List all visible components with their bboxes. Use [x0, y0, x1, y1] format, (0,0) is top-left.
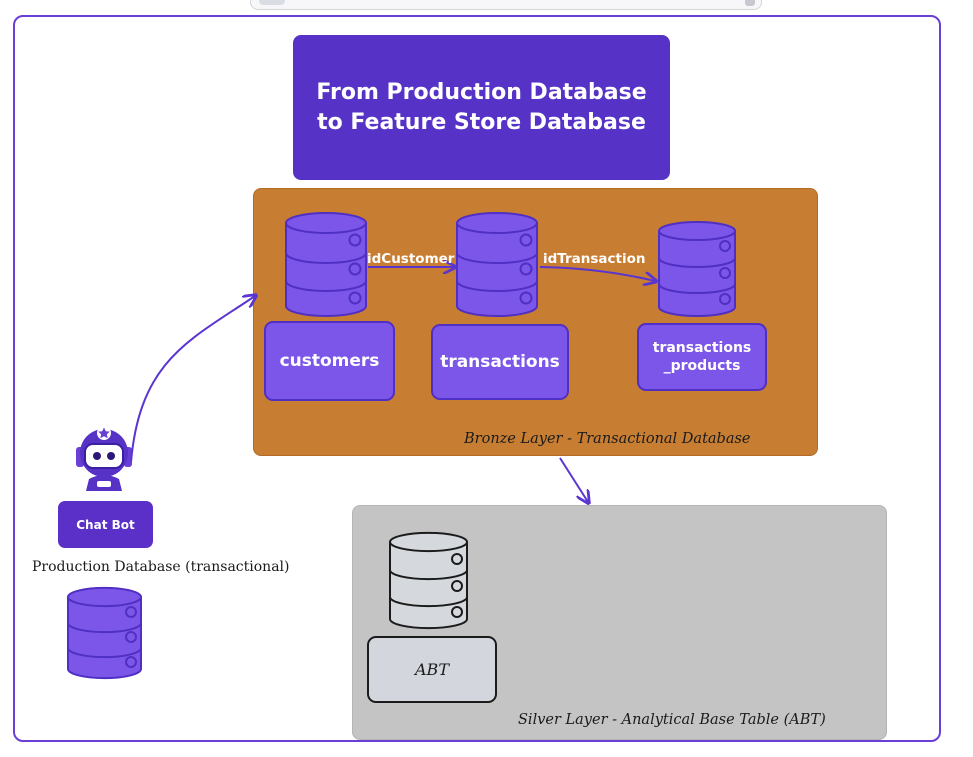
table-label-abt: ABT — [415, 660, 449, 679]
table-box-abt: ABT — [367, 636, 497, 703]
database-icon-abt — [389, 531, 468, 630]
table-label-customers: customers — [279, 351, 380, 371]
diagram-frame — [13, 15, 941, 742]
relation-label-idtransaction: idTransaction — [543, 251, 646, 267]
table-box-transactions: transactions — [431, 324, 569, 400]
database-icon-customers — [285, 212, 367, 317]
database-icon-transactions-products — [658, 221, 736, 317]
robot-icon — [76, 426, 132, 491]
database-icon-transactions — [456, 212, 538, 317]
table-label-transactions-products: transactions _products — [652, 340, 752, 374]
chatbot-badge: Chat Bot — [58, 501, 153, 548]
database-icon-production — [67, 586, 142, 680]
production-database-label: Production Database (transactional) — [32, 559, 290, 575]
table-label-transactions: transactions — [440, 352, 560, 372]
table-box-transactions-products: transactions _products — [637, 323, 767, 391]
table-box-customers: customers — [264, 321, 395, 401]
toolbar-chip — [259, 0, 285, 5]
silver-layer-label: Silver Layer - Analytical Base Table (AB… — [518, 712, 826, 728]
bronze-layer-label: Bronze Layer - Transactional Database — [464, 431, 751, 447]
chatbot-label: Chat Bot — [76, 517, 135, 532]
top-toolbar — [250, 0, 762, 10]
toolbar-knob — [745, 0, 755, 6]
diagram-title: From Production Database to Feature Stor… — [293, 35, 670, 180]
diagram-title-text: From Production Database to Feature Stor… — [316, 79, 647, 135]
relation-label-idcustomer: idCustomer — [367, 251, 455, 267]
